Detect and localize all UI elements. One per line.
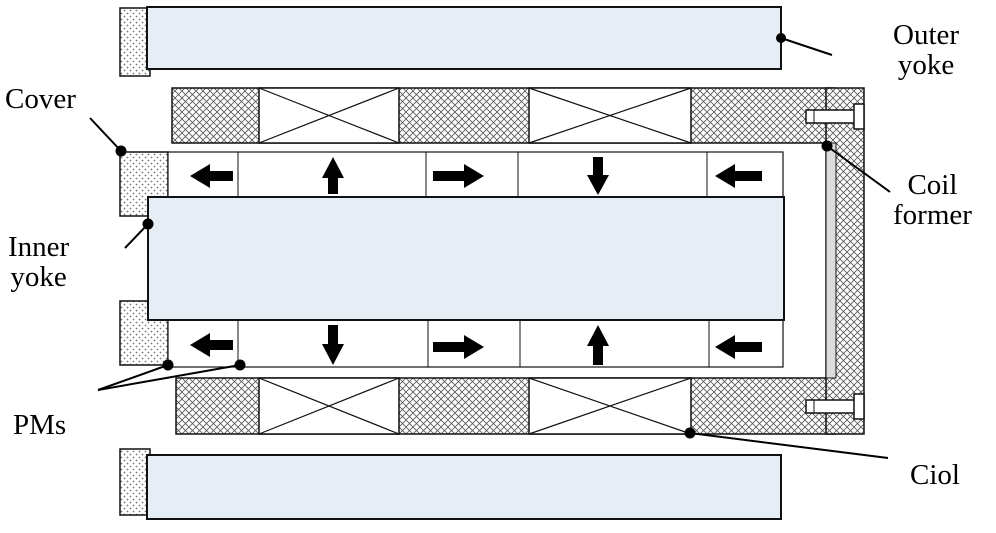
- leader-pms: [97, 359, 246, 391]
- label-outer-yoke: Outer yoke: [893, 19, 960, 81]
- arrow-right-icon: [433, 164, 484, 188]
- label-cover: Cover: [5, 83, 76, 115]
- coil-winding-upper-1: [258, 87, 400, 144]
- outer-yoke-top: [146, 6, 782, 70]
- arrow-left-icon: [190, 333, 233, 357]
- coil-winding-upper-2: [528, 87, 692, 144]
- leader-inner-yoke: [124, 218, 154, 249]
- arrows-lower: [190, 325, 762, 365]
- inner-yoke: [147, 196, 785, 321]
- leader-cover: [89, 117, 127, 157]
- label-coil-former: Coil former: [893, 169, 972, 231]
- outer-yoke-top-cover: [119, 7, 151, 77]
- arrow-up-icon: [587, 325, 609, 365]
- outer-yoke-bottom-cover: [119, 448, 151, 516]
- outer-yoke-bottom: [146, 454, 782, 520]
- bolt-icon: [805, 393, 865, 420]
- bolt-icon: [805, 103, 865, 130]
- arrow-left-icon: [190, 164, 233, 188]
- label-coil: Ciol: [910, 459, 960, 491]
- arrow-down-icon: [322, 325, 344, 365]
- arrow-up-icon: [322, 157, 344, 194]
- arrow-left-icon: [715, 335, 762, 359]
- label-inner-yoke: Inner yoke: [8, 231, 70, 293]
- arrow-right-icon: [433, 335, 484, 359]
- arrow-down-icon: [587, 157, 609, 195]
- coil-winding-lower-2: [528, 377, 692, 435]
- arrows-upper: [190, 157, 762, 195]
- leader-outer-yoke: [776, 33, 833, 56]
- arrow-left-icon: [715, 164, 762, 188]
- coil-former-end-inner: [825, 142, 837, 379]
- leader-coil: [684, 427, 889, 459]
- leader-coil-former: [821, 140, 891, 193]
- coil-winding-lower-1: [258, 377, 400, 435]
- label-pms: PMs: [13, 409, 67, 441]
